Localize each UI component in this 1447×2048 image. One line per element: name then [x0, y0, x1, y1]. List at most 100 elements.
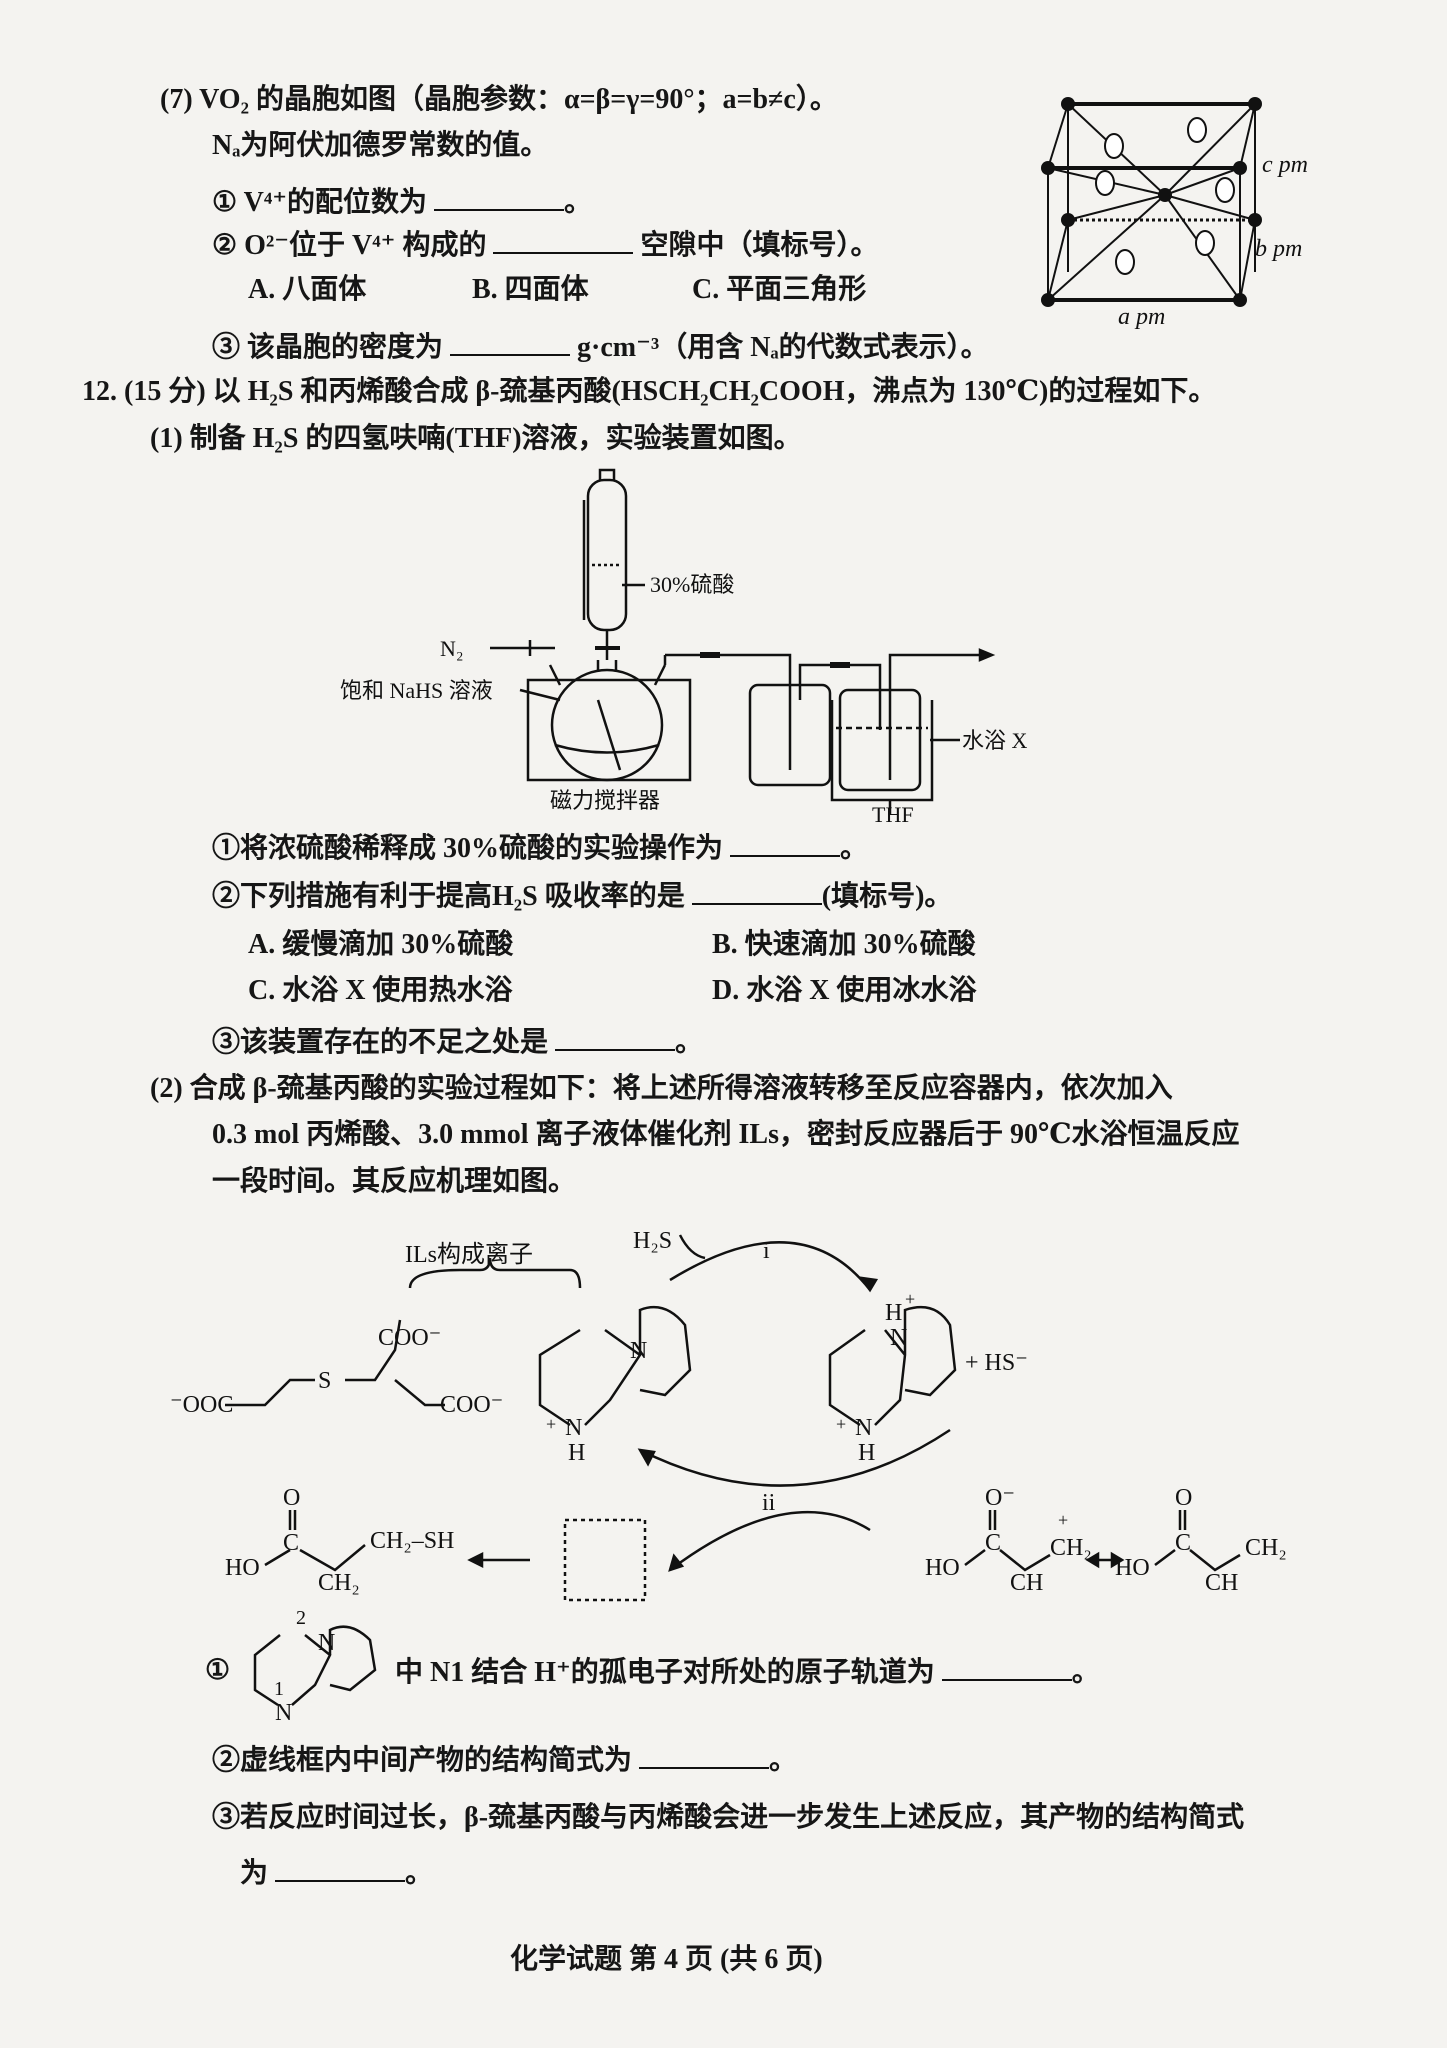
label-nahs: 饱和 NaHS 溶液 [340, 678, 493, 703]
svg-text:CH₂–SH: CH₂–SH [370, 1528, 454, 1554]
answer-blank[interactable] [275, 1854, 406, 1882]
svg-text:O⁻: O⁻ [985, 1485, 1015, 1511]
label-step-ii: ii [762, 1490, 776, 1516]
label-stirrer: 磁力搅拌器 [550, 788, 660, 813]
svg-text:S: S [318, 1368, 331, 1394]
label-h2s: H₂S [633, 1228, 672, 1254]
svg-text:CH: CH [1205, 1570, 1238, 1596]
svg-text:N: N [630, 1338, 647, 1364]
page-footer: 化学试题 第 4 页 (共 6 页) [510, 1944, 823, 1975]
p1-q1: ①将浓硫酸稀释成 30%硫酸的实验操作为 。 [212, 829, 868, 867]
svg-text:H: H [885, 1300, 902, 1326]
answer-blank[interactable] [941, 1653, 1072, 1681]
p1-q2-end: (填标号)。 [821, 881, 953, 912]
p1-option-d: D. 水浴 X 使用冰水浴 [712, 975, 977, 1006]
svg-text:N: N [855, 1415, 872, 1441]
svg-text:+: + [905, 1289, 915, 1309]
p1-q3-end: 。 [675, 1027, 704, 1058]
svg-text:CH: CH [1010, 1570, 1043, 1596]
q7-sub1-text: ① V⁴⁺的配位数为 [212, 187, 427, 218]
part2-line2: 0.3 mol 丙烯酸、3.0 mmol 离子液体催化剂 ILs，密封反应器后于… [212, 1119, 1240, 1150]
answer-blank[interactable] [493, 226, 634, 254]
svg-text:2: 2 [296, 1607, 306, 1629]
svg-text:H: H [568, 1440, 585, 1466]
svg-text:+: + [836, 1414, 846, 1434]
p1-option-b: B. 快速滴加 30%硫酸 [712, 929, 976, 960]
p1-q2-text: ②下列措施有利于提高H₂S 吸收率的是 [212, 881, 685, 912]
q7-sub1: ① V⁴⁺的配位数为 。 [212, 183, 592, 221]
svg-text:H: H [858, 1440, 875, 1466]
svg-text:C: C [985, 1530, 1001, 1556]
q7-option-c: C. 平面三角形 [692, 274, 867, 305]
svg-text:+: + [1058, 1510, 1068, 1530]
svg-text:CH₂: CH₂ [1245, 1535, 1287, 1561]
p2-q3-text: 为 [240, 1858, 269, 1889]
answer-blank[interactable] [555, 1023, 676, 1051]
label-b: b pm [1255, 236, 1302, 262]
q7-sub2: ② O²⁻位于 V⁴⁺ 构成的 空隙中（填标号）。 [212, 226, 878, 264]
answer-blank[interactable] [639, 1741, 770, 1769]
svg-text:N: N [565, 1415, 582, 1441]
label-step-i: i [763, 1238, 770, 1264]
svg-text:N: N [275, 1700, 292, 1726]
p1-q2: ②下列措施有利于提高H₂S 吸收率的是 (填标号)。 [212, 877, 952, 915]
q7-sub3-end: g·cm⁻³（用含 Nₐ的代数式表示）。 [577, 332, 989, 363]
svg-text:1: 1 [274, 1678, 284, 1700]
label-n2: N₂ [440, 636, 464, 661]
label-c: c pm [1262, 152, 1308, 178]
answer-blank[interactable] [691, 877, 822, 905]
p1-option-c: C. 水浴 X 使用热水浴 [248, 975, 513, 1006]
svg-text:C: C [1175, 1530, 1191, 1556]
q7-sub2-text: ② O²⁻位于 V⁴⁺ 构成的 [212, 230, 487, 261]
svg-text:CH₂: CH₂ [1050, 1535, 1092, 1561]
label-ils: ILs构成离子 [405, 1241, 533, 1268]
svg-text:CH₂: CH₂ [318, 1570, 360, 1596]
p2-q1-text: 中 N1 结合 H⁺的孤电子对所处的原子轨道为 [395, 1657, 935, 1688]
p2-q3-line1: ③若反应时间过长，β-巯基丙酸与丙烯酸会进一步发生上述反应，其产物的结构简式 [212, 1802, 1245, 1833]
q7-line1: (7) VO₂ 的晶胞如图（晶胞参数：α=β=γ=90°；a=b≠c）。 [160, 84, 838, 115]
svg-text:N: N [318, 1630, 335, 1656]
answer-blank[interactable] [730, 829, 841, 857]
svg-text:C: C [283, 1530, 299, 1556]
q7-line2: Nₐ为阿伏加德罗常数的值。 [212, 130, 549, 161]
label-bath: 水浴 X [962, 728, 1028, 753]
q7-sub2-end: 空隙中（填标号）。 [640, 230, 879, 261]
p2-q1-end: 。 [1071, 1657, 1100, 1688]
p1-q1-end: 。 [840, 833, 869, 864]
q7-sub1-end: 。 [564, 187, 593, 218]
svg-text:COO⁻: COO⁻ [440, 1392, 503, 1418]
p2-q3-line2: 为 。 [240, 1854, 433, 1892]
svg-text:HO: HO [225, 1555, 260, 1581]
part2-line1: (2) 合成 β-巯基丙酸的实验过程如下：将上述所得溶液转移至反应容器内，依次加… [150, 1073, 1173, 1104]
svg-text:O: O [283, 1485, 300, 1511]
label-thf: THF [872, 802, 914, 827]
svg-text:O: O [1175, 1485, 1192, 1511]
p2-q3-end: 。 [405, 1858, 434, 1889]
p2-q2-end: 。 [769, 1745, 798, 1776]
p1-q3: ③该装置存在的不足之处是 。 [212, 1023, 703, 1061]
p1-q3-text: ③该装置存在的不足之处是 [212, 1027, 549, 1058]
p2-q1: 中 N1 结合 H⁺的孤电子对所处的原子轨道为 。 [395, 1653, 1100, 1691]
p2-q2: ②虚线框内中间产物的结构简式为 。 [212, 1741, 797, 1779]
q12-part1: (1) 制备 H₂S 的四氢呋喃(THF)溶液，实验装置如图。 [150, 423, 802, 454]
part2-line3: 一段时间。其反应机理如图。 [212, 1166, 577, 1197]
q7-sub3: ③ 该晶胞的密度为 g·cm⁻³（用含 Nₐ的代数式表示）。 [212, 328, 989, 366]
q12-title: 12. (15 分) 以 H₂S 和丙烯酸合成 β-巯基丙酸(HSCH₂CH₂C… [82, 376, 1217, 407]
q7-sub3-text: ③ 该晶胞的密度为 [212, 332, 444, 363]
p2-q1-num: ① [205, 1655, 231, 1686]
label-hs: + HS⁻ [965, 1350, 1028, 1376]
svg-text:HO: HO [1115, 1555, 1150, 1581]
label-a: a pm [1118, 304, 1165, 330]
svg-text:+: + [546, 1414, 556, 1434]
svg-text:N: N [890, 1325, 907, 1351]
p1-option-a: A. 缓慢滴加 30%硫酸 [248, 929, 514, 960]
q7-option-a: A. 八面体 [248, 274, 367, 305]
answer-blank[interactable] [434, 183, 564, 211]
label-acid: 30%硫酸 [650, 572, 734, 597]
q7-option-b: B. 四面体 [472, 274, 589, 305]
answer-blank[interactable] [450, 328, 571, 356]
p1-q1-text: ①将浓硫酸稀释成 30%硫酸的实验操作为 [212, 833, 724, 864]
p2-q2-text: ②虚线框内中间产物的结构简式为 [212, 1745, 633, 1776]
svg-text:HO: HO [925, 1555, 960, 1581]
svg-text:COO⁻: COO⁻ [378, 1325, 441, 1351]
